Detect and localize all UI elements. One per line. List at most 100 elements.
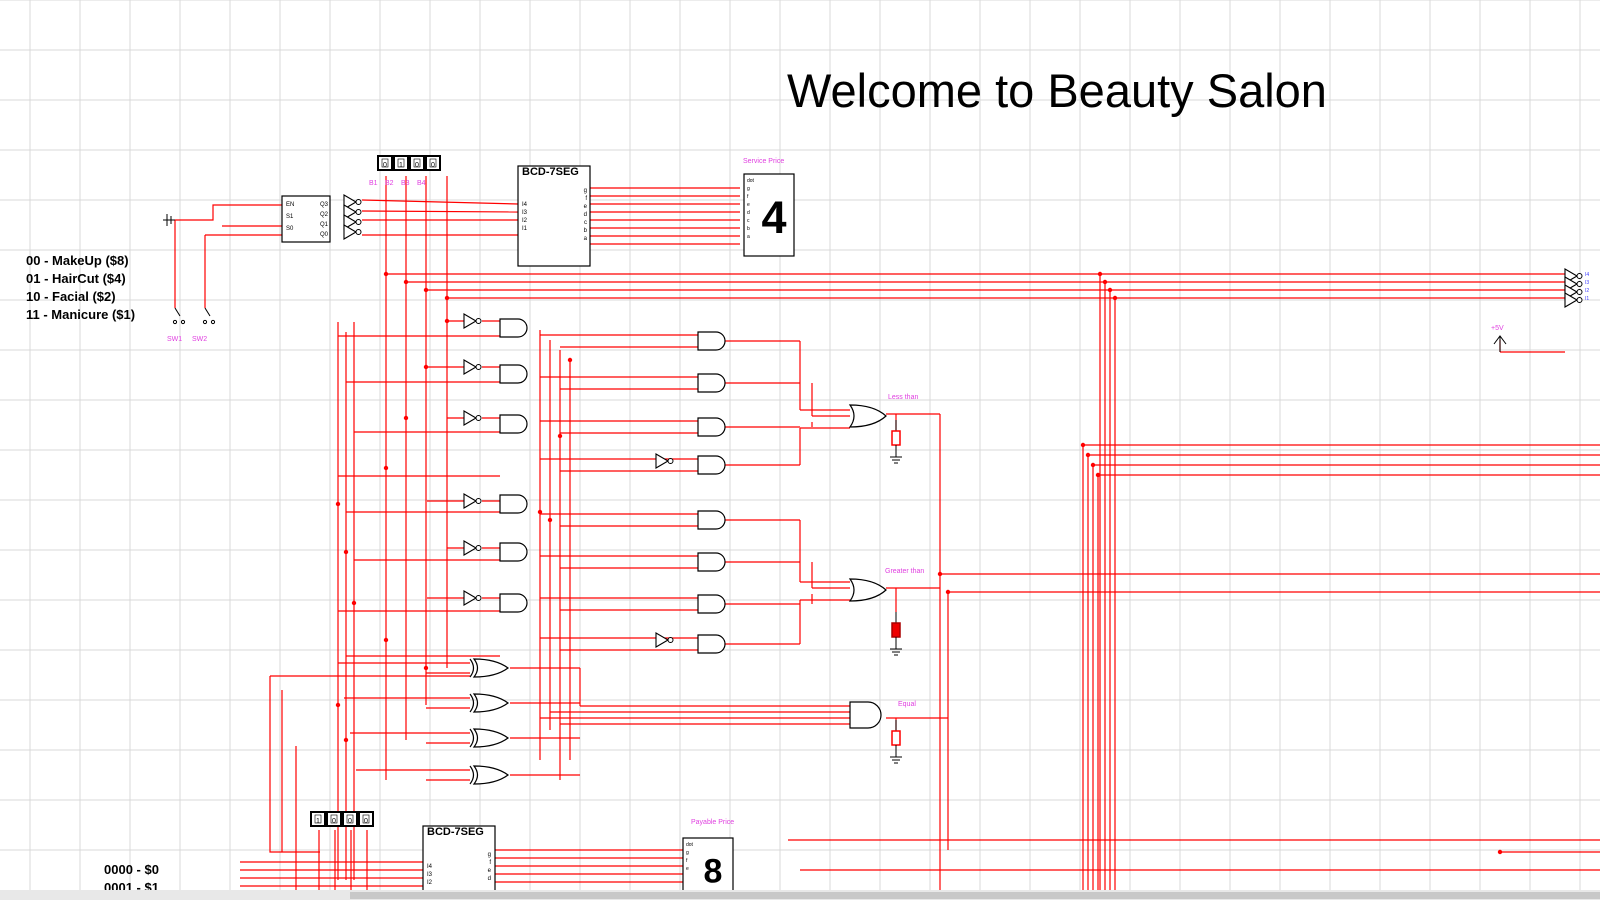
not-gate-bubble <box>667 637 674 643</box>
probe-bottom-cell-inner <box>346 814 354 824</box>
probe-label-b4: B4 <box>417 180 426 187</box>
display-pin-label: g <box>686 850 689 856</box>
probe-bottom-digit: 0 <box>348 818 352 825</box>
output-inverter <box>343 194 358 210</box>
wire <box>361 199 519 205</box>
probe-bottom-digit: 0 <box>364 818 368 825</box>
junction-dot <box>423 287 429 293</box>
xor-gate <box>472 693 510 713</box>
junction-dot <box>423 665 429 671</box>
service-price-label: Service Price <box>743 158 785 165</box>
display-pin-label: dot <box>747 178 755 184</box>
bcd-pin-label: d <box>488 876 491 882</box>
and-gate <box>697 373 726 393</box>
bcd-pin-label: b <box>584 228 588 234</box>
horizontal-scrollbar-thumb[interactable] <box>350 892 1600 899</box>
junction-dot <box>403 279 409 285</box>
right-buffer <box>1564 292 1579 308</box>
bcd-chip-top <box>517 165 591 267</box>
junction-dot <box>557 433 563 439</box>
and-gate <box>697 331 726 351</box>
junction-dot <box>335 501 341 507</box>
switch-contact-icon <box>172 319 178 325</box>
xor-gate-arc <box>469 693 475 713</box>
decoder-pin-label: Q1 <box>320 222 329 228</box>
bcd-pin-label: d <box>584 212 587 218</box>
not-gate-bubble <box>475 498 482 504</box>
bcd-chip-bottom <box>422 825 496 900</box>
payable-price-display <box>682 837 734 900</box>
bcd-pin-label: I3 <box>427 872 433 878</box>
and-gate <box>499 593 528 613</box>
equal-and-gate <box>849 701 882 729</box>
bcd-pin-label: I4 <box>427 864 433 870</box>
and-gate <box>697 594 726 614</box>
switch-contact-icon <box>180 319 186 325</box>
probe-top-digit: 1 <box>399 162 403 169</box>
supply-label: +5V <box>1491 325 1504 332</box>
display-pin-label: d <box>747 210 750 216</box>
not-gate-bubble <box>475 415 482 421</box>
and-gate <box>499 318 528 338</box>
bcd-pin-label: a <box>584 236 588 242</box>
junction-dot <box>383 637 389 643</box>
xor-gate-arc <box>469 765 475 785</box>
less-than-led <box>891 430 901 446</box>
display-pin-label: e <box>747 202 750 208</box>
probe-label-b2: B2 <box>385 180 394 187</box>
and-gate <box>697 417 726 437</box>
chip-bottom-name: BCD-7SEG <box>427 826 484 838</box>
display-pin-label: g <box>747 186 750 192</box>
bcd-pin-label: g <box>584 188 587 194</box>
junction-dot <box>403 415 409 421</box>
junction-dot <box>567 357 573 363</box>
xor-gate-arc <box>469 658 475 678</box>
service-price-display <box>743 173 795 257</box>
payable-price-display-digit: 8 <box>704 853 723 891</box>
service-price-display-digit: 4 <box>761 192 786 243</box>
decoder-pin-label: S1 <box>286 214 294 220</box>
comparator-inverter <box>463 493 478 509</box>
probe-label-b1: B1 <box>369 180 378 187</box>
greater-than-or-gate <box>848 578 887 602</box>
junction-dot <box>423 364 429 370</box>
legend-line-facial: 10 - Facial ($2) <box>26 289 116 304</box>
bcd-pin-label: f <box>489 860 491 866</box>
junction-dot <box>383 465 389 471</box>
xor-gate <box>472 765 510 785</box>
probe-bottom-cell-inner <box>330 814 338 824</box>
probe-top-cell-inner <box>429 158 437 168</box>
display-pin-label: b <box>747 226 750 232</box>
not-gate-bubble <box>1576 297 1583 303</box>
display-pin-label: f <box>747 194 749 200</box>
not-gate-bubble <box>355 219 362 225</box>
greater-than-label: Greater than <box>885 568 925 575</box>
probe-bottom-digit: 0 <box>332 818 336 825</box>
decoder-chip <box>281 195 331 243</box>
xor-gate <box>472 728 510 748</box>
probe-top-cell-inner <box>381 158 389 168</box>
legend-line-manicure: 11 - Manicure ($1) <box>26 307 136 322</box>
comparator-inverter <box>463 313 478 329</box>
not-gate-bubble <box>1576 273 1583 279</box>
output-inverter <box>343 204 358 220</box>
output-inverter <box>343 214 358 230</box>
wire <box>361 210 519 213</box>
legend-line-makeup: 00 - MakeUp ($8) <box>26 253 129 268</box>
price-line-0: 0000 - $0 <box>104 862 159 877</box>
decoder-pin-label: Q2 <box>320 212 329 218</box>
not-gate-bubble <box>1576 289 1583 295</box>
output-inverter <box>343 224 358 240</box>
less-than-or-gate <box>848 404 887 428</box>
xor-gate <box>472 658 510 678</box>
bcd-pin-label: e <box>488 868 492 874</box>
and-gate <box>697 552 726 572</box>
xor-gate-arc <box>469 728 475 748</box>
right-edge-label: I2 <box>1585 288 1589 294</box>
wires <box>174 176 1600 890</box>
comparator-inverter <box>463 410 478 426</box>
junction-dot <box>1497 849 1503 855</box>
probe-bottom-cell-inner <box>362 814 370 824</box>
